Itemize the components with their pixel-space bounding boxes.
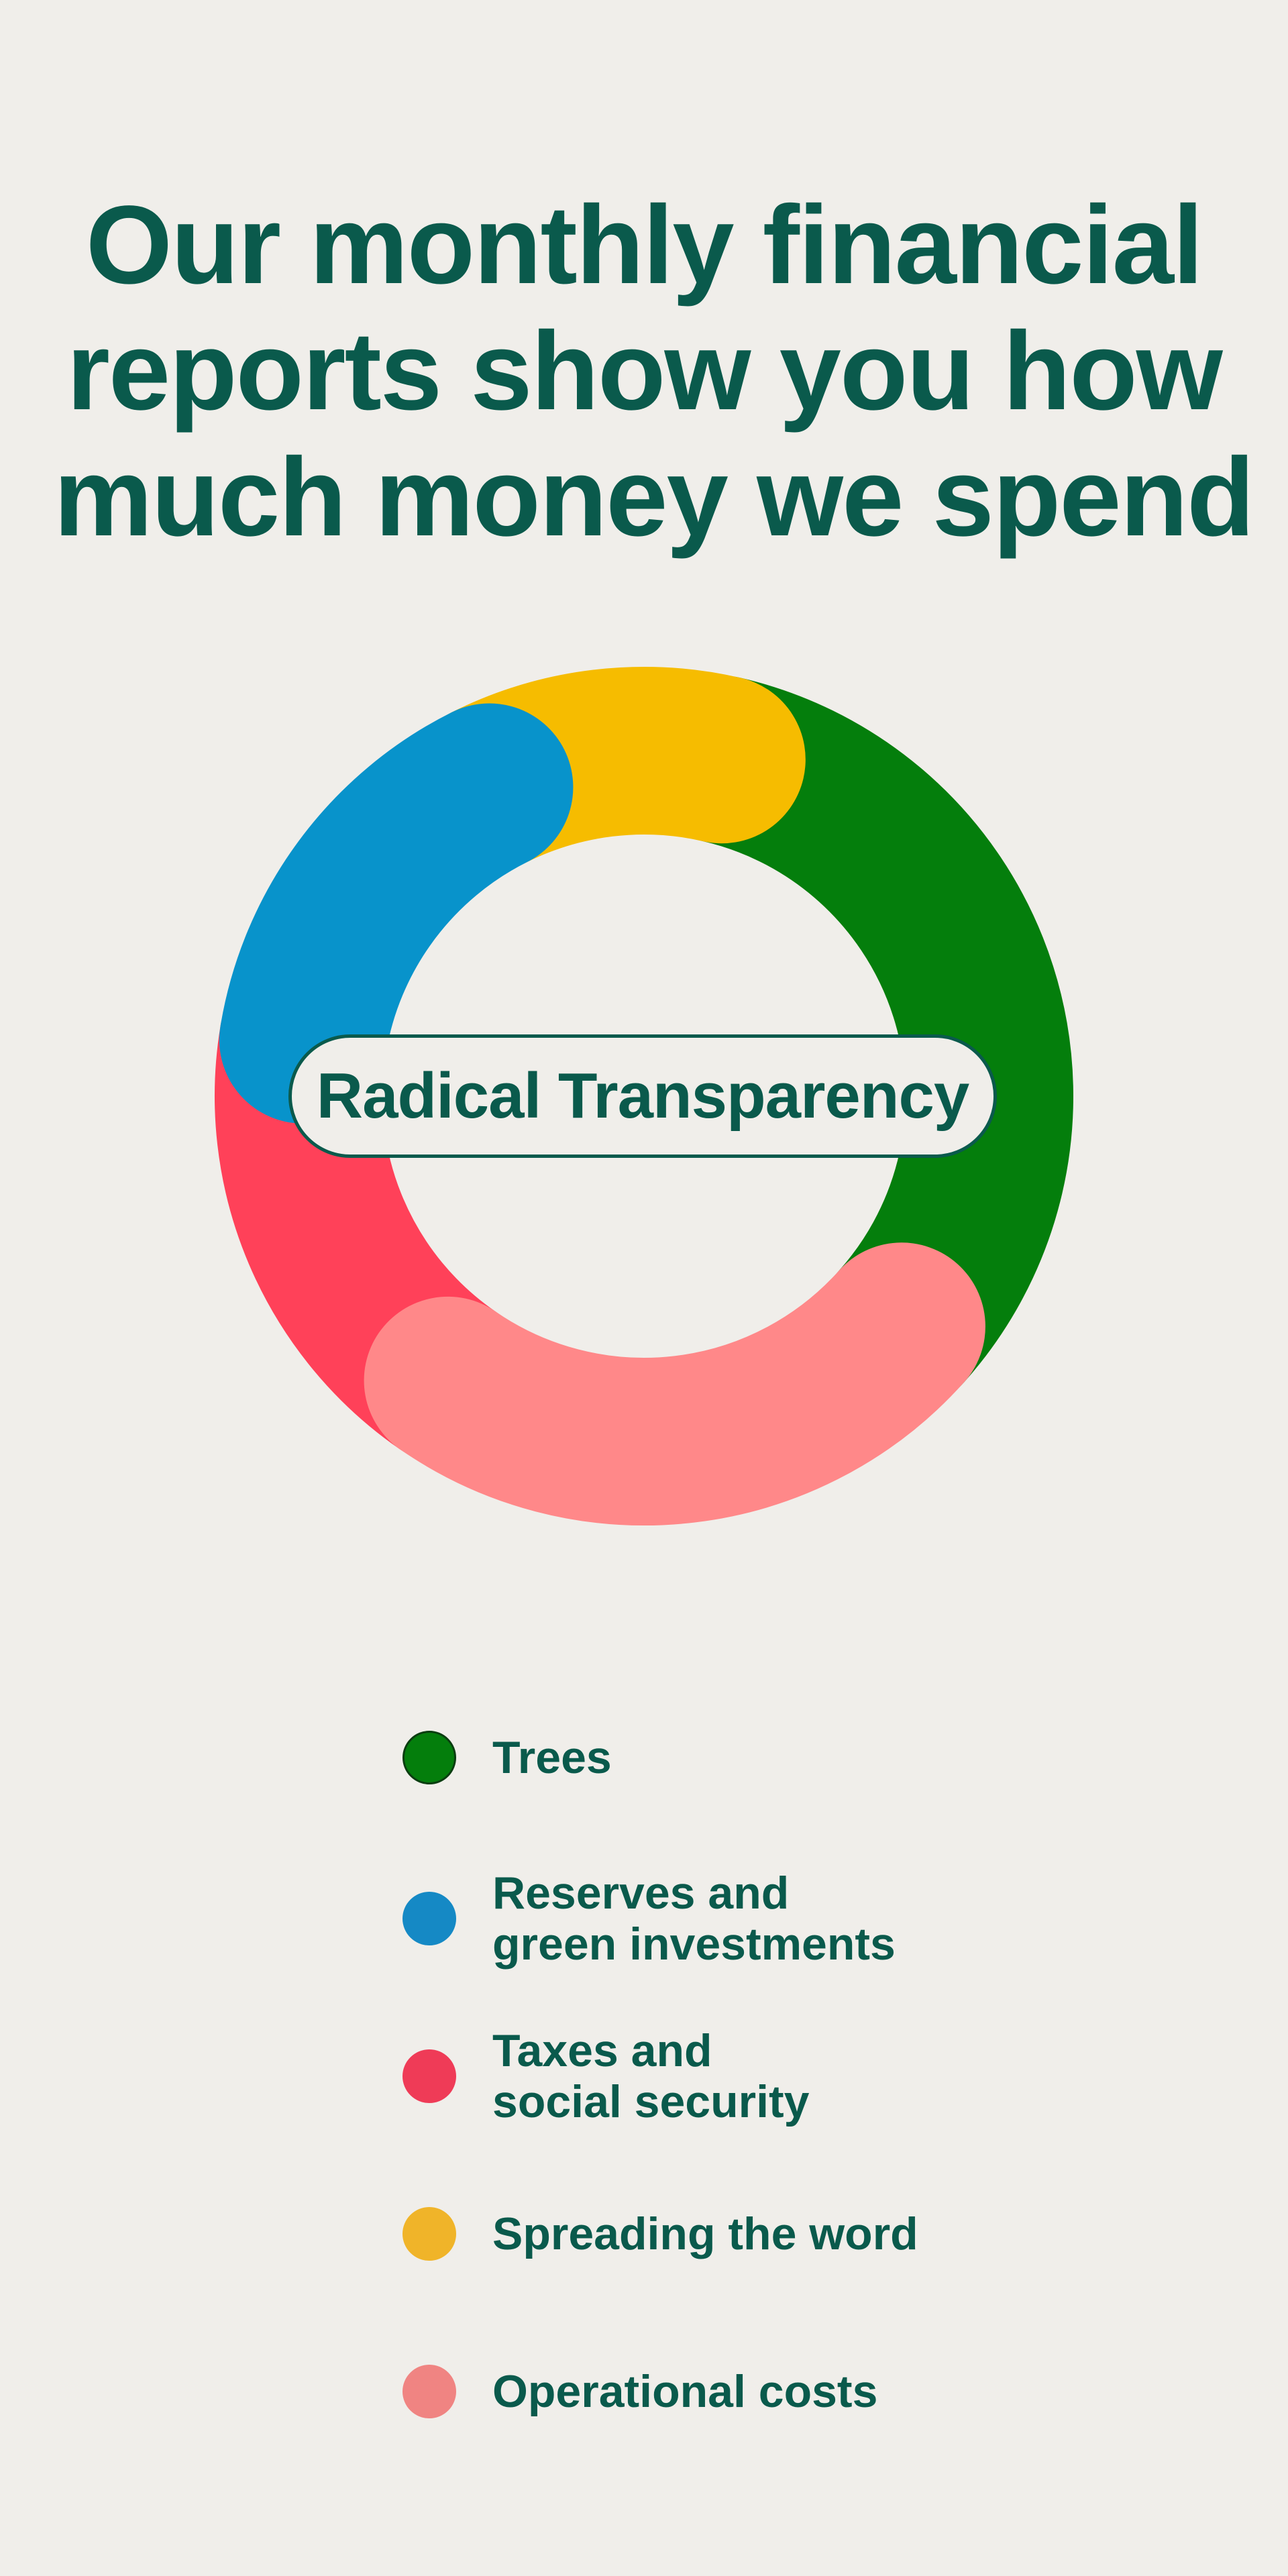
legend-swatch-operational	[402, 2365, 456, 2418]
legend-item-trees: Trees	[402, 1690, 1208, 1825]
legend-swatch-spreading	[402, 2207, 456, 2261]
legend-label-reserves: Reserves and green investments	[492, 1868, 896, 1970]
legend-swatch-reserves	[402, 1892, 456, 1945]
legend-item-spreading: Spreading the word	[402, 2167, 1208, 2301]
legend-item-taxes: Taxes and social security	[402, 2009, 1208, 2143]
legend-label-taxes: Taxes and social security	[492, 2025, 810, 2127]
slice-reserves-green-investments	[219, 703, 574, 1124]
page-title-line-1: Our monthly financial	[85, 183, 1203, 307]
legend-label-spreading: Spreading the word	[492, 2208, 918, 2259]
legend-item-operational: Operational costs	[402, 2324, 1208, 2459]
legend-swatch-taxes	[402, 2049, 456, 2103]
legend-label-operational: Operational costs	[492, 2366, 878, 2417]
legend-swatch-trees	[402, 1731, 456, 1784]
center-label: Radical Transparency	[288, 1034, 997, 1158]
page-title-line-2: reports show you how	[66, 309, 1223, 433]
slice-trees	[637, 676, 1073, 1411]
page-title: Our monthly financial reports show you h…	[54, 182, 1254, 561]
slice-operational-costs	[364, 1242, 985, 1525]
page-title-line-3: much money we spend	[54, 435, 1254, 559]
legend-item-reserves: Reserves and green investments	[402, 1851, 1208, 1986]
donut-chart	[215, 667, 1073, 1525]
legend-label-trees: Trees	[492, 1732, 612, 1783]
